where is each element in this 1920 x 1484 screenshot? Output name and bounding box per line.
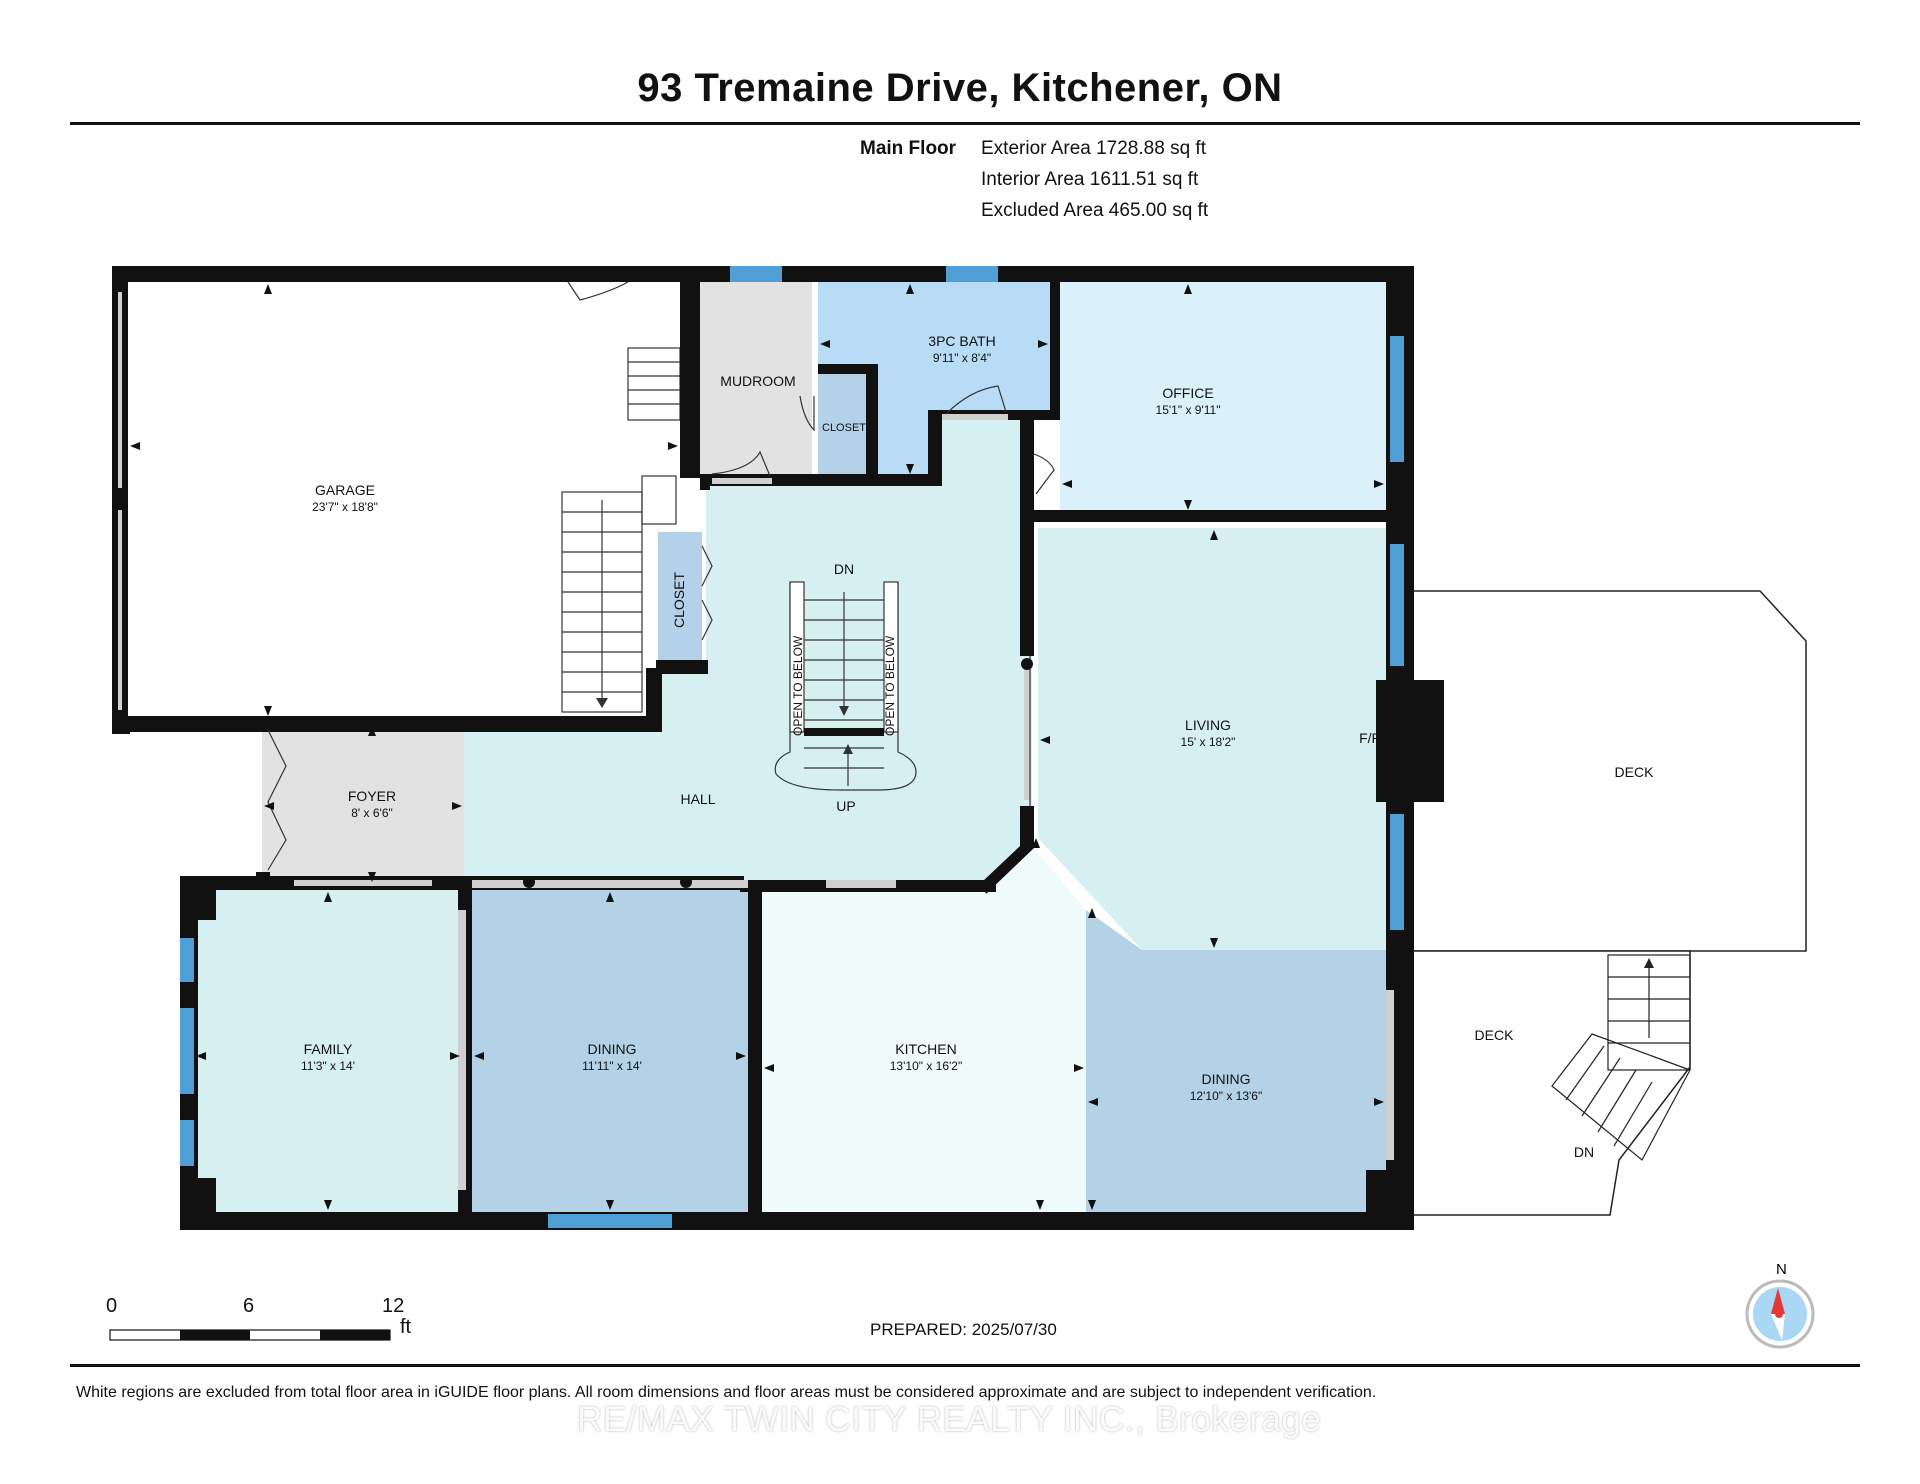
hall-fill: [464, 420, 1032, 884]
office-fill: [1060, 282, 1386, 516]
bath-closet-name: CLOSET: [822, 422, 866, 434]
hinge-dots: [523, 658, 1033, 888]
living-dims: 15' x 18'2": [1181, 735, 1236, 749]
stairs-up-label: UP: [836, 798, 855, 814]
central-stair-landing: [804, 728, 884, 736]
bath-closet-fill: [818, 372, 866, 478]
dining1-name: DINING: [588, 1041, 637, 1057]
central-stair-dn-arrowhead: [839, 706, 849, 716]
dimension-markers: [130, 284, 1384, 1210]
exterior-area: Exterior Area 1728.88 sq ft: [981, 138, 1206, 159]
central-stair-up-arrowhead: [843, 744, 853, 754]
excluded-area: Excluded Area 465.00 sq ft: [981, 200, 1209, 221]
family-dims: 11'3" x 14': [301, 1059, 355, 1073]
hall-name: HALL: [680, 791, 715, 807]
open-below-right-label: OPEN TO BELOW: [883, 635, 897, 736]
dining2-fill: [1086, 910, 1386, 1212]
foyer-name: FOYER: [348, 788, 396, 804]
prepared-date: PREPARED: 2025/07/30: [870, 1320, 1057, 1339]
kitchen-name: KITCHEN: [895, 1041, 956, 1057]
deck-stair-arrowhead: [1644, 958, 1654, 968]
foyer-dims: 8' x 6'6": [351, 806, 393, 820]
office-dims: 15'1" x 9'11": [1156, 403, 1221, 417]
dining1-dims: 11'11" x 14': [582, 1059, 642, 1073]
office-name: OFFICE: [1162, 385, 1213, 401]
fireplace-label: F/P: [1359, 730, 1381, 746]
bath-dims: 9'11" x 8'4": [933, 351, 991, 365]
windows: [180, 266, 1404, 1228]
brokerage-watermark: RE/MAX TWIN CITY REALTY INC., Brokerage: [577, 1400, 1322, 1439]
door-swings: [267, 281, 1055, 871]
dining2-name: DINING: [1202, 1071, 1251, 1087]
living-fill: [1038, 528, 1386, 950]
mudroom-fill: [700, 282, 812, 478]
scale-bar: [109, 1329, 391, 1341]
open-below-left-label: OPEN TO BELOW: [791, 635, 805, 736]
bath-name: 3PC BATH: [928, 333, 995, 349]
garage-dims: 23'7" x 18'8": [312, 500, 378, 514]
scale-tick-0: 0: [106, 1295, 118, 1317]
interior-area: Interior Area 1611.51 sq ft: [981, 169, 1199, 190]
disclaimer: White regions are excluded from total fl…: [76, 1384, 1377, 1401]
bottom-rule: [70, 1364, 1860, 1367]
scale-unit: ft: [400, 1316, 412, 1338]
compass-icon: [1745, 1279, 1815, 1349]
dining1-fill: [472, 890, 748, 1212]
deck-upper-outline: [1406, 590, 1807, 952]
stairs-dn-label: DN: [834, 561, 854, 577]
family-name: FAMILY: [304, 1041, 353, 1057]
floor-label: Main Floor: [860, 138, 957, 159]
hall-closet-fill: [658, 532, 702, 666]
compass-n-label: N: [1776, 1261, 1787, 1278]
garage-fill: [126, 282, 680, 718]
hall-closet-name: CLOSET: [671, 572, 687, 628]
kitchen-dims: 13'10" x 16'2": [890, 1059, 963, 1073]
kitchen-fill: [762, 846, 1086, 1212]
openings: [118, 292, 1394, 1190]
garage-name: GARAGE: [315, 482, 375, 498]
family-fill: [194, 890, 462, 1212]
scale-tick-6: 6: [243, 1295, 255, 1317]
deck-dn-label: DN: [1574, 1144, 1594, 1160]
top-rule: [70, 122, 1860, 125]
living-name: LIVING: [1185, 717, 1231, 733]
scale-tick-12: 12: [382, 1295, 405, 1317]
foyer-fill: [262, 724, 464, 884]
garage-stair-arrowhead: [596, 698, 608, 708]
mudroom-name: MUDROOM: [720, 373, 795, 389]
central-stairs: [774, 581, 917, 791]
dining2-dims: 12'10" x 13'6": [1190, 1089, 1263, 1103]
plan-title: 93 Tremaine Drive, Kitchener, ON: [637, 66, 1283, 110]
deck-lower-name: DECK: [1475, 1027, 1515, 1043]
deck-lower-outline: [1406, 950, 1691, 1216]
deck-upper-name: DECK: [1615, 764, 1655, 780]
